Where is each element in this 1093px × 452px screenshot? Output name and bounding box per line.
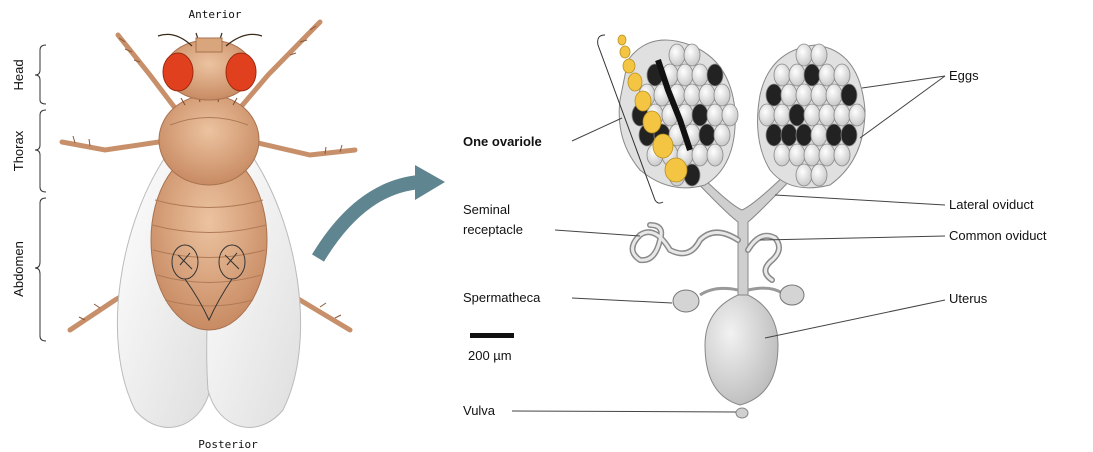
scale-bar <box>470 333 514 338</box>
egg <box>819 144 835 166</box>
egg <box>796 124 812 146</box>
egg <box>699 124 715 146</box>
egg <box>789 104 805 126</box>
egg <box>849 104 865 126</box>
posterior-label: Posterior <box>198 438 258 451</box>
egg <box>692 104 708 126</box>
left-ovary <box>618 35 738 188</box>
egg <box>774 64 790 86</box>
egg <box>699 84 715 106</box>
label-scale: 200 µm <box>468 348 512 363</box>
label-eggs: Eggs <box>949 68 979 83</box>
egg <box>841 84 857 106</box>
label-lateral-oviduct: Lateral oviduct <box>949 197 1034 212</box>
egg <box>684 44 700 66</box>
egg <box>826 124 842 146</box>
uterus <box>705 295 778 405</box>
fly-thorax <box>159 95 259 185</box>
label-seminal-receptacle-2: receptacle <box>463 222 523 237</box>
egg <box>789 64 805 86</box>
egg <box>819 104 835 126</box>
egg <box>669 44 685 66</box>
label-uterus: Uterus <box>949 291 988 306</box>
egg <box>834 64 850 86</box>
vulva <box>736 408 748 418</box>
label-one-ovariole: One ovariole <box>463 134 542 149</box>
egg <box>796 84 812 106</box>
right-ovary <box>758 44 865 188</box>
ovary-diagram <box>470 35 945 418</box>
seminal-receptacle <box>633 225 739 260</box>
egg <box>677 64 693 86</box>
label-vulva: Vulva <box>463 403 496 418</box>
egg <box>692 64 708 86</box>
egg <box>714 84 730 106</box>
label-spermatheca: Spermatheca <box>463 290 541 305</box>
egg <box>774 144 790 166</box>
right-eye <box>226 53 256 91</box>
egg <box>781 84 797 106</box>
egg <box>834 104 850 126</box>
left-eye <box>163 53 193 91</box>
egg <box>707 144 723 166</box>
segment-thorax-label: Thorax <box>11 130 26 171</box>
segment-head-label: Head <box>11 59 26 90</box>
egg <box>759 104 775 126</box>
label-seminal-receptacle-1: Seminal <box>463 202 510 217</box>
egg <box>841 124 857 146</box>
egg <box>796 44 812 66</box>
egg <box>766 84 782 106</box>
label-common-oviduct: Common oviduct <box>949 228 1047 243</box>
egg <box>804 104 820 126</box>
egg <box>796 164 812 186</box>
egg <box>811 124 827 146</box>
egg <box>834 144 850 166</box>
egg <box>774 104 790 126</box>
egg <box>819 64 835 86</box>
fly-ocelli <box>196 38 222 52</box>
egg <box>707 64 723 86</box>
segment-brackets <box>35 45 46 341</box>
egg <box>811 164 827 186</box>
egg <box>804 64 820 86</box>
segment-abdomen-label: Abdomen <box>11 241 26 297</box>
egg <box>692 144 708 166</box>
egg <box>684 84 700 106</box>
egg <box>707 104 723 126</box>
egg <box>781 124 797 146</box>
egg <box>811 44 827 66</box>
anterior-label: Anterior <box>189 8 242 21</box>
egg <box>766 124 782 146</box>
egg <box>811 84 827 106</box>
fly-illustration: Anterior Posterior Head Thorax Abdomen <box>11 8 355 451</box>
egg <box>789 144 805 166</box>
egg <box>714 124 730 146</box>
curved-arrow <box>318 165 445 258</box>
egg <box>722 104 738 126</box>
egg <box>826 84 842 106</box>
egg <box>804 144 820 166</box>
